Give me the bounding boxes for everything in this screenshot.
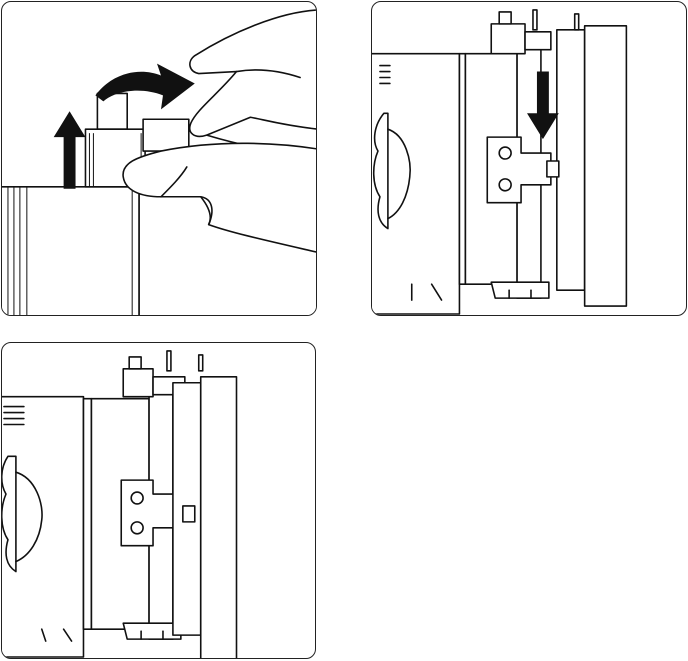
step-1-illustration	[2, 9, 316, 315]
step-3-illustration	[2, 350, 238, 658]
arrow-curved-right-icon	[95, 63, 195, 110]
matte-box	[546, 13, 628, 307]
mount-bracket	[120, 350, 204, 640]
arrow-up-icon	[53, 111, 86, 189]
step-2-illustration	[372, 9, 628, 315]
step-2-panel	[371, 1, 687, 316]
arrow-down-icon	[527, 71, 559, 140]
matte-box	[172, 375, 238, 658]
step-3-panel	[1, 342, 316, 659]
mount-bracket	[486, 9, 552, 299]
step-1-panel	[1, 1, 317, 316]
lower-hand	[122, 142, 316, 253]
upper-hand	[189, 9, 316, 152]
